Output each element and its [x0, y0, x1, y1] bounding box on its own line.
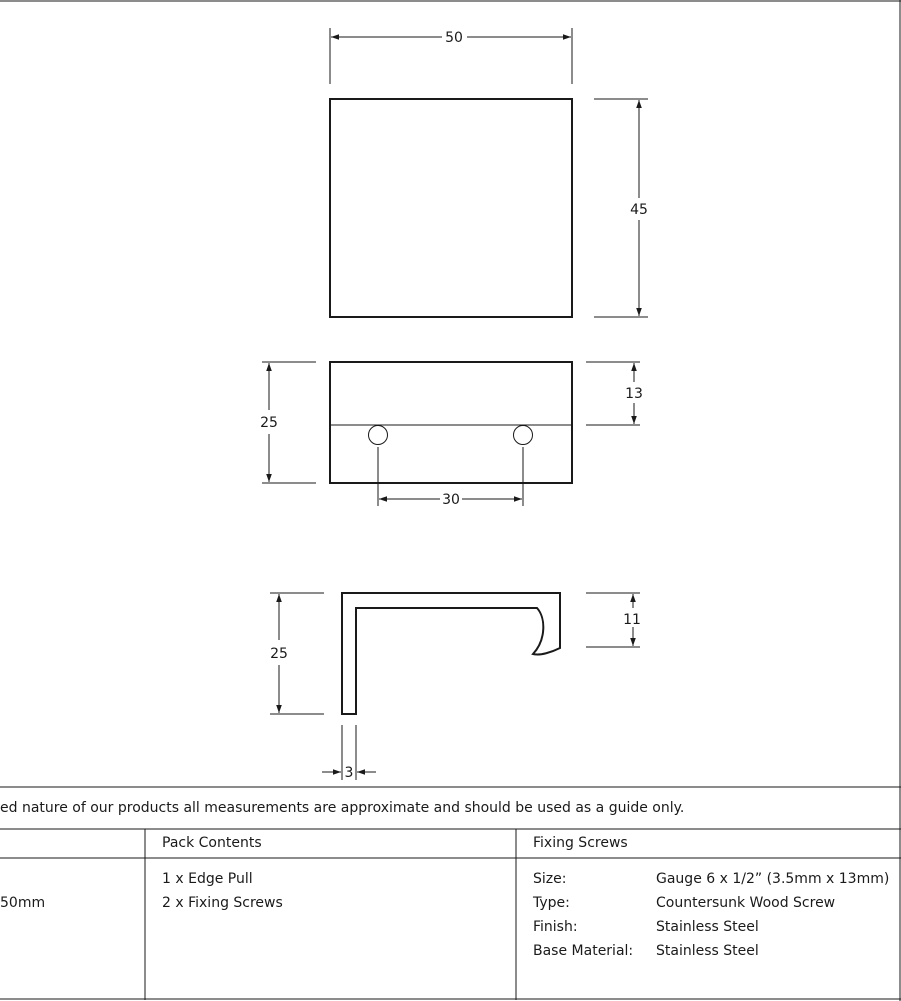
fixing-screws-header: Fixing Screws — [533, 835, 628, 851]
pack-contents-item: 2 x Fixing Screws — [162, 895, 283, 911]
pack-contents-header: Pack Contents — [162, 835, 262, 851]
screw-size-value: Gauge 6 x 1/2” (3.5mm x 13mm) — [656, 871, 890, 887]
column1-value: 50mm — [0, 895, 46, 911]
side-height-label: 25 — [270, 646, 288, 662]
screw-material-label: Base Material: — [533, 943, 634, 959]
side-view: 25 11 3 — [270, 592, 641, 781]
pack-contents-item: 1 x Edge Pull — [162, 871, 253, 887]
screw-material-value: Stainless Steel — [656, 943, 759, 959]
screw-type-value: Countersunk Wood Screw — [656, 895, 836, 911]
measurement-note: ed nature of our products all measuremen… — [0, 800, 685, 816]
side-profile-outline — [341, 592, 561, 715]
front-view-outline — [329, 361, 573, 484]
screw-hole-right — [513, 425, 533, 445]
front-height-label: 25 — [260, 415, 278, 431]
screw-size-label: Size: — [533, 871, 567, 887]
top-view: 50 45 — [329, 28, 648, 318]
screw-type-label: Type: — [533, 895, 570, 911]
screw-finish-value: Stainless Steel — [656, 919, 759, 935]
top-width-label: 50 — [445, 30, 463, 46]
side-thickness-label: 3 — [345, 765, 354, 781]
hole-spacing-label: 30 — [442, 492, 460, 508]
front-view: 25 13 30 — [260, 361, 643, 508]
top-height-label: 45 — [630, 202, 648, 218]
top-view-outline — [329, 98, 573, 318]
front-offset-label: 13 — [625, 386, 643, 402]
side-lip-label: 11 — [623, 612, 641, 628]
screw-finish-label: Finish: — [533, 919, 578, 935]
screw-hole-left — [368, 425, 388, 445]
info-table-grid — [0, 786, 901, 1000]
